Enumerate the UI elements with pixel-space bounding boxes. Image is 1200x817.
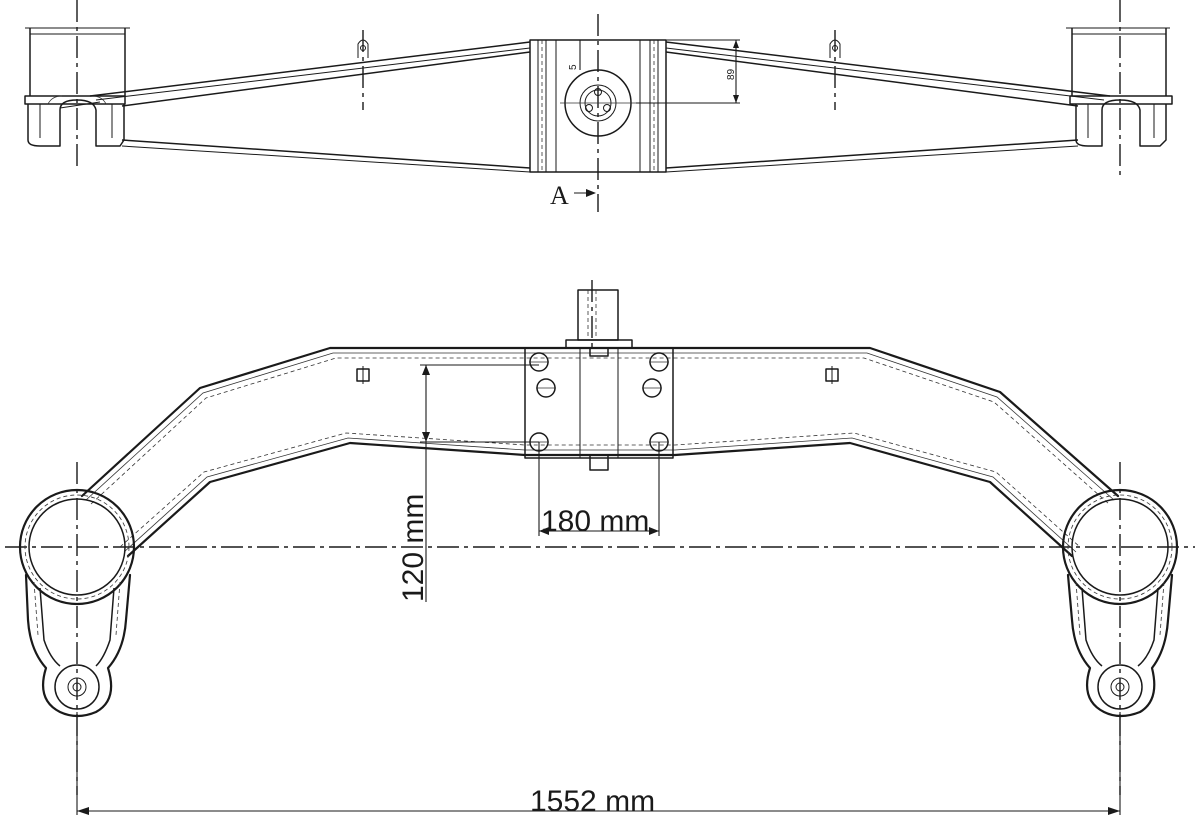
section-marker-label: A — [550, 181, 569, 210]
dim-5-label: 5 — [568, 64, 579, 70]
section-marker: A — [550, 181, 596, 210]
dim-180-label: 180 mm — [541, 505, 649, 538]
dimension-120: 120 mm — [397, 364, 539, 602]
dim-1552-label: 1552 mm — [530, 785, 655, 817]
dim-120-label: 120 mm — [397, 494, 430, 602]
top-lugs — [357, 30, 841, 110]
front-side-lugs — [356, 366, 839, 384]
top-right-beam — [665, 41, 1111, 173]
top-right-bracket — [1066, 27, 1173, 147]
dim-89-label: 89 — [726, 68, 737, 80]
top-center-plate — [529, 39, 667, 173]
dimension-180: 180 mm — [538, 442, 660, 538]
dimension-1552: 1552 mm — [76, 712, 1121, 817]
front-right-pivot — [1061, 488, 1179, 718]
top-view: 5 89 A — [24, 0, 1173, 212]
top-small-dimensions: 5 89 — [568, 39, 740, 104]
front-center-plate — [524, 280, 674, 471]
top-left-beam — [59, 41, 531, 173]
front-view — [5, 280, 1195, 795]
